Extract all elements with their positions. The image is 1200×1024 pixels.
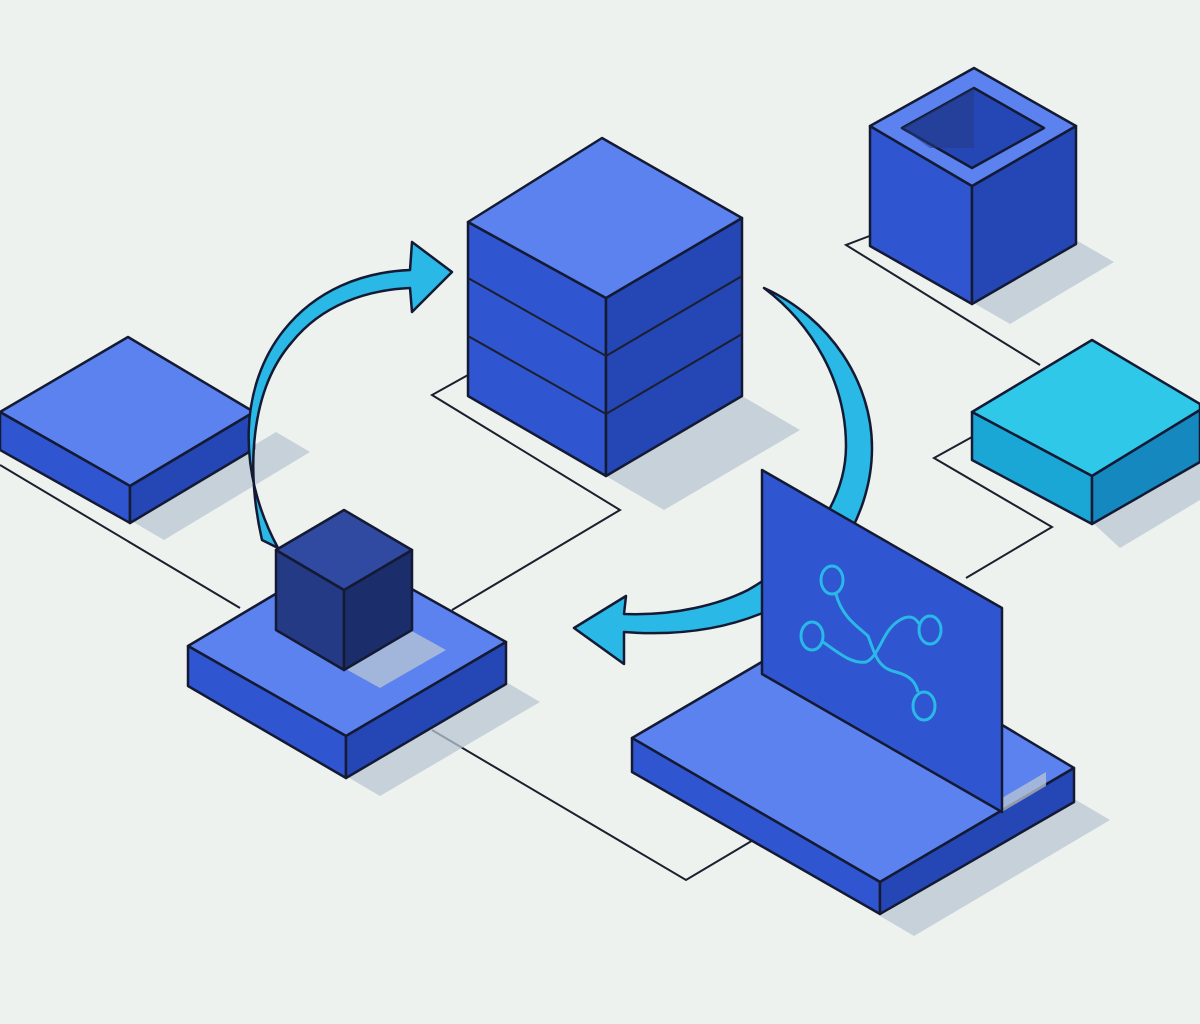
connector-cube-base-to-workflow-display (431, 729, 761, 882)
connector-left-platform-to-cube-base (0, 464, 241, 609)
workflow-node-top (819, 564, 845, 596)
connector-cube-base-to-server-stack (430, 374, 622, 611)
curved-arrow-icon (247, 240, 454, 550)
cyan-platform-side (1090, 408, 1200, 526)
navy-cube-top (274, 508, 414, 592)
workflow-node-bottom (911, 690, 937, 722)
workflow-node-left (799, 620, 825, 652)
server-stack-top (466, 136, 744, 300)
workflow-edge-b (822, 615, 921, 664)
workflow-node-right (917, 614, 943, 646)
cube-platform-side (344, 640, 508, 780)
workflow-graph-icon (799, 564, 943, 722)
server-stack[interactable] (466, 136, 800, 510)
workflow-edge-a (834, 593, 920, 693)
cube-platform[interactable] (186, 508, 540, 796)
flow-arrow-to-server-stack (247, 240, 454, 550)
cyan-platform[interactable] (970, 338, 1200, 548)
open-container[interactable] (868, 66, 1114, 324)
connector-lines (0, 231, 1054, 882)
workflow-display[interactable] (630, 468, 1110, 936)
connector-cyan-platform-to-workflow-display (931, 436, 1054, 579)
open-container-inner-wall (902, 88, 974, 148)
server-stack-divider-1 (467, 275, 743, 358)
server-stack-divider-2 (467, 333, 743, 416)
connector-open-container-to-cyan-platform (843, 231, 1041, 366)
